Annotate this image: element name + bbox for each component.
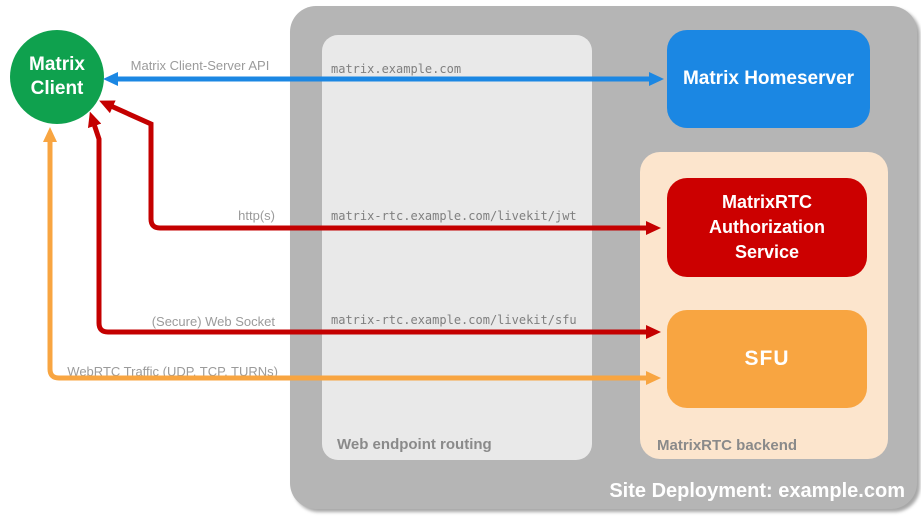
matrixrtc-backend-label: MatrixRTC backend (657, 437, 798, 454)
site-deployment-label: Site Deployment: example.com (609, 480, 905, 502)
endpoint-matrix-example-com: matrix.example.com (331, 62, 462, 76)
matrix-homeserver-node: Matrix Homeserver (667, 30, 870, 128)
https-arrow-label: http(s) (238, 208, 275, 223)
matrix-client-label: Matrix Client (29, 54, 85, 99)
sfu-node: SFU (667, 310, 867, 408)
matrix-client-node: Matrix Client (10, 30, 104, 124)
client-server-api-arrow-label: Matrix Client-Server API (130, 58, 270, 73)
web-endpoint-routing-box (322, 35, 592, 460)
matrix-homeserver-label: Matrix Homeserver (682, 68, 855, 89)
matrixrtc-auth-service-label: MatrixRTC Authorization Service (709, 192, 825, 262)
sfu-label: SFU (744, 347, 790, 370)
endpoint-livekit-sfu: matrix-rtc.example.com/livekit/sfu (331, 313, 577, 327)
websocket-arrow-label: (Secure) Web Socket (151, 314, 275, 329)
matrixrtc-auth-service-node: MatrixRTC Authorization Service (667, 178, 867, 277)
web-endpoint-routing-label: Web endpoint routing (337, 436, 492, 453)
webrtc-arrow-label: WebRTC Traffic (UDP, TCP, TURNs) (67, 364, 278, 379)
endpoint-livekit-jwt: matrix-rtc.example.com/livekit/jwt (331, 209, 577, 223)
